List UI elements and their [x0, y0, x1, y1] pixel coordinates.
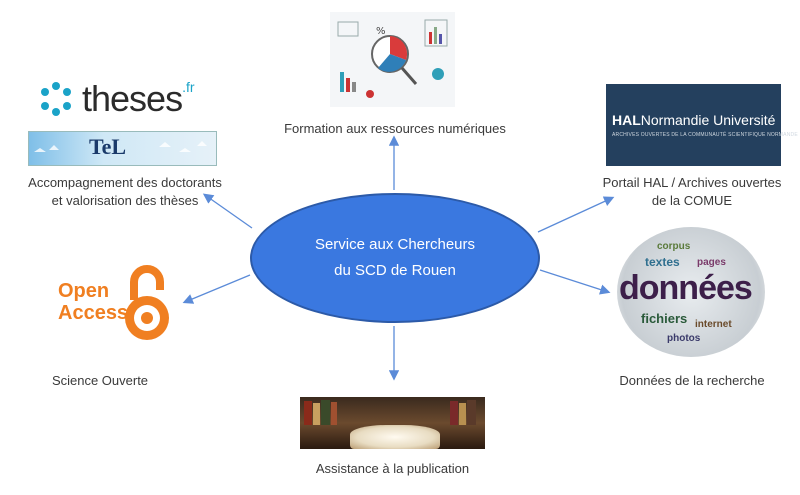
hal-normandie-logo: HALNormandie Université ARCHIVES OUVERTE…: [606, 84, 798, 166]
open-lock-icon: [125, 265, 169, 340]
analytics-infographic-icon: %: [330, 12, 455, 107]
arrow-science: [182, 274, 251, 304]
theses-logo-word: theses: [82, 78, 183, 119]
arrow-donnees: [539, 269, 611, 295]
label-accompagnement-line-1: Accompagnement des doctorants: [28, 175, 222, 190]
arrow-hal: [537, 196, 615, 233]
label-accompagnement-line-2: et valorisation des thèses: [51, 193, 199, 208]
hal-logo-bold: HAL: [612, 112, 641, 128]
label-accompagnement: Accompagnement des doctorants et valoris…: [5, 174, 245, 210]
label-hal: Portail HAL / Archives ouvertes de la CO…: [582, 174, 800, 210]
label-hal-line-2: de la COMUE: [651, 193, 733, 208]
label-publication: Assistance à la publication: [315, 461, 470, 476]
central-hub: Service aux Chercheurs du SCD de Rouen: [250, 193, 540, 323]
open-access-logo-text: Open Access: [58, 280, 128, 324]
hal-logo-sub: ARCHIVES OUVERTES DE LA COMMUNAUTÉ SCIEN…: [612, 132, 798, 138]
tel-banner-logo: TeL: [28, 131, 217, 166]
hub-line-2: du SCD de Rouen: [334, 262, 456, 279]
open-book-icon: [300, 397, 485, 449]
theses-ring-icon: [41, 82, 71, 116]
theses-logo-tld: .fr: [182, 79, 195, 95]
hub-line-1: Service aux Chercheurs: [314, 236, 476, 253]
open-access-line-2: Access: [58, 302, 129, 324]
cloud-main-word: données: [619, 269, 753, 307]
svg-text:%: %: [376, 26, 386, 37]
label-donnees: Données de la recherche: [619, 373, 765, 388]
arrow-accompagnement: [202, 193, 253, 229]
hal-logo-rest: Normandie Université: [640, 112, 776, 128]
theses-fr-logo: theses.fr: [38, 78, 208, 120]
tel-logo-word: TeL: [89, 134, 127, 159]
data-word-cloud-icon: corpus textes pages données fichiers int…: [617, 227, 765, 357]
label-hal-line-1: Portail HAL / Archives ouvertes: [602, 175, 782, 190]
label-science: Science Ouverte: [51, 373, 149, 388]
label-formation: Formation aux ressources numériques: [284, 121, 506, 136]
open-access-line-1: Open: [58, 280, 110, 302]
